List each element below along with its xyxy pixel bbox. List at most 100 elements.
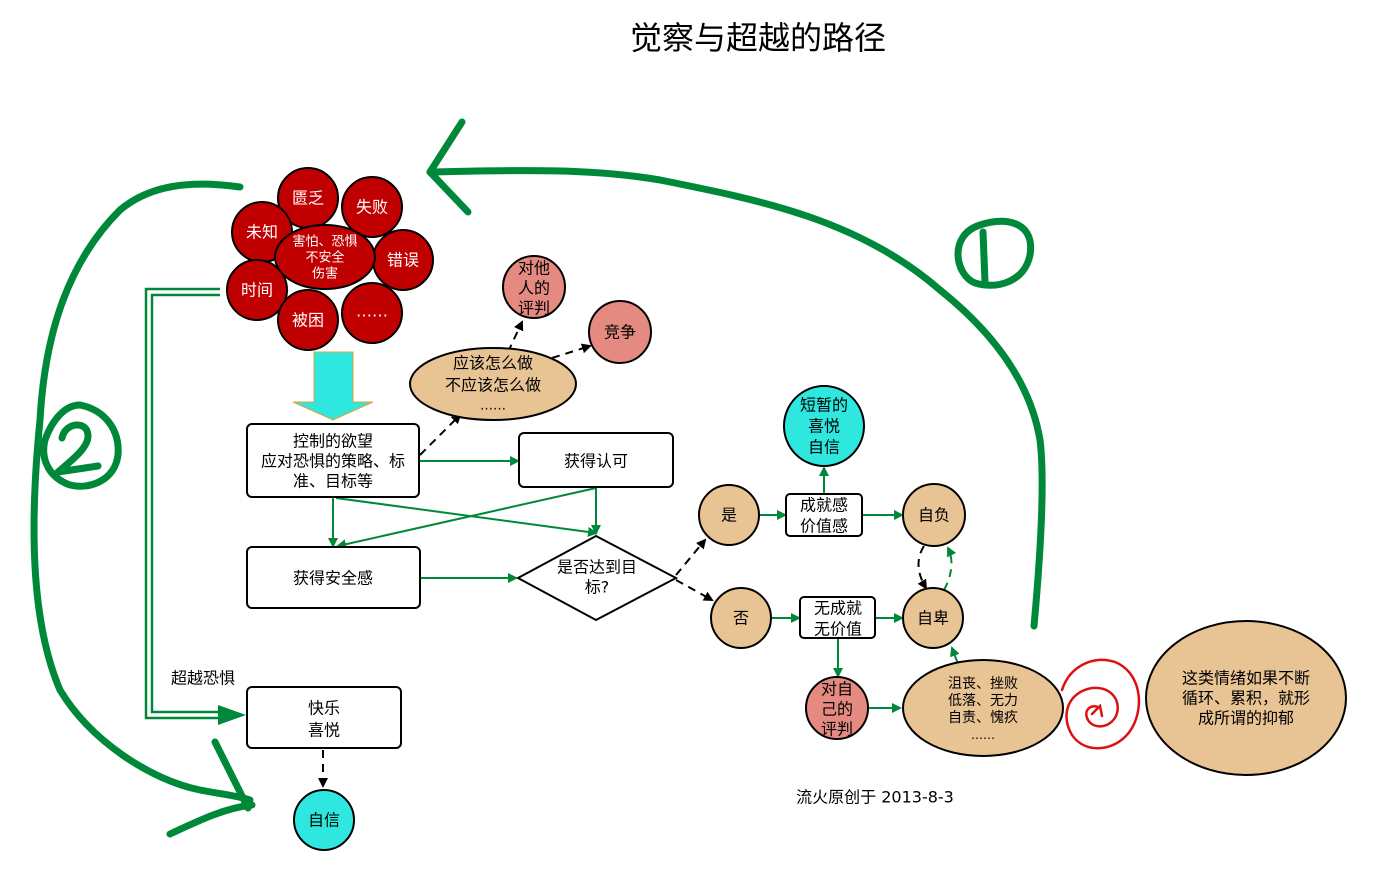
circle-judge-self-line-2: 己的 [821, 700, 853, 719]
circle-competition-label: 竞争 [604, 323, 636, 342]
circle-short-joy-line-3: 自信 [808, 438, 840, 457]
circle-judge-others-line-3: 评判 [518, 299, 550, 318]
path-one-circle [954, 217, 1035, 289]
conn-decision-yes [675, 538, 707, 576]
diagram-title: 觉察与超越的路径 [630, 19, 886, 57]
circle-inferiority-label: 自卑 [917, 609, 949, 628]
box-no-achievement-line-1: 无成就 [814, 599, 862, 618]
path-two-digit [54, 421, 102, 476]
fear-cluster [226, 167, 434, 351]
conn-decision-no [675, 579, 714, 601]
decision-diamond: 是否达到目 标? [515, 534, 679, 622]
circle-short-joy-line-1: 短暂的 [800, 396, 848, 415]
circle-judge-self-line-1: 对自 [821, 680, 853, 699]
ellipse-emotions-line-1: 沮丧、挫败 [948, 676, 1018, 692]
fear-center-line-3: 伤害 [312, 266, 338, 282]
ellipse-depression-line-1: 这类情绪如果不断 [1182, 669, 1310, 688]
circle-judge-others-line-1: 对他 [518, 259, 550, 278]
conn-control-should [419, 413, 462, 456]
ellipse-should-line-3: …… [480, 399, 506, 414]
conn-recognition-security [336, 487, 597, 550]
circle-yes-label: 是 [721, 506, 737, 525]
circle-yes: 是 [698, 484, 760, 546]
circle-no: 否 [710, 587, 772, 649]
box-no-achievement-line-2: 无价值 [814, 620, 862, 639]
box-joy: 快乐 喜悦 [246, 686, 402, 749]
transcend-fear-arrow [144, 287, 246, 725]
circle-inferiority: 自卑 [902, 587, 964, 649]
conn-inferiority-arrogance [943, 546, 957, 591]
box-joy-line-2: 喜悦 [308, 721, 340, 740]
conn-control-decision [335, 497, 598, 537]
box-control-line-2: 应对恐惧的策略、标 [261, 452, 405, 471]
path-two-circle [40, 401, 122, 490]
box-control-line-3: 准、目标等 [293, 472, 373, 491]
box-security-label: 获得安全感 [293, 569, 373, 588]
circle-arrogance: 自负 [902, 483, 966, 547]
red-spiral-icon [1060, 658, 1141, 750]
path-two-curve [30, 180, 254, 804]
fear-petal-time [226, 259, 288, 321]
box-no-achievement: 无成就 无价值 [799, 596, 876, 639]
box-control-line-1: 控制的欲望 [293, 432, 373, 451]
fear-center [274, 224, 376, 290]
ellipse-depression-line-2: 循环、累积，就形 [1182, 689, 1310, 708]
decision-line-2: 标? [585, 578, 610, 597]
fear-center-line-1: 害怕、恐惧 [292, 234, 357, 250]
ellipse-depression: 这类情绪如果不断 循环、累积，就形 成所谓的抑郁 [1145, 620, 1347, 776]
fear-petal-etc [341, 282, 403, 344]
box-achievement: 成就感 价值感 [785, 493, 863, 537]
decision-line-1: 是否达到目 [557, 558, 637, 577]
fear-petal-failure-label: 失败 [356, 198, 388, 217]
fear-petal-time-label: 时间 [241, 281, 273, 300]
circle-judge-others: 对他 人的 评判 [502, 255, 566, 319]
box-achievement-line-2: 价值感 [800, 517, 848, 536]
path-two-annotation [30, 180, 256, 838]
circle-confidence-label: 自信 [308, 811, 340, 830]
ellipse-should-line-1: 应该怎么做 [453, 354, 533, 373]
connectors [318, 320, 960, 788]
circle-short-joy-line-2: 喜悦 [808, 417, 840, 436]
fear-petal-scarcity-label: 匮乏 [292, 189, 324, 208]
fear-petal-unknown-label: 未知 [246, 223, 278, 242]
box-recognition-label: 获得认可 [564, 452, 628, 471]
fear-petal-trapped-label: 被困 [292, 311, 324, 330]
conn-should-judge [507, 320, 524, 353]
ellipse-should: 应该怎么做 不应该怎么做 …… [409, 347, 577, 421]
path-two-arrowhead [166, 738, 256, 838]
circle-competition: 竞争 [588, 300, 652, 364]
box-control: 控制的欲望 应对恐惧的策略、标 准、目标等 [246, 423, 420, 498]
path-one-digit [979, 228, 989, 286]
ellipse-emotions: 沮丧、挫败 低落、无力 自责、愧疚 …… [902, 659, 1064, 757]
conn-should-compete [551, 343, 592, 359]
ellipse-depression-line-3: 成所谓的抑郁 [1198, 709, 1294, 728]
fear-petal-mistake-label: 错误 [387, 251, 419, 270]
ellipse-emotions-line-4: …… [971, 728, 995, 742]
conn-emotions-inferiority [950, 646, 960, 665]
fear-petal-trapped [277, 289, 339, 351]
fear-petal-etc-label: …… [356, 302, 388, 321]
circle-short-joy: 短暂的 喜悦 自信 [783, 385, 865, 467]
circle-judge-self: 对自 己的 评判 [805, 676, 869, 740]
box-achievement-line-1: 成就感 [800, 496, 848, 515]
fear-petal-failure [341, 176, 403, 238]
ellipse-should-line-2: 不应该怎么做 [445, 376, 541, 395]
circle-confidence: 自信 [293, 789, 355, 851]
path-one-curve [426, 166, 1046, 630]
credit-label: 流火原创于 2013-8-3 [796, 788, 954, 807]
path-one-annotation [426, 118, 1046, 630]
circle-judge-others-line-2: 人的 [518, 279, 550, 298]
fear-center-line-2: 不安全 [305, 250, 344, 266]
conn-arrogance-inferiority [917, 545, 928, 590]
circle-judge-self-line-3: 评判 [821, 720, 853, 739]
circle-arrogance-label: 自负 [918, 506, 950, 525]
box-joy-line-1: 快乐 [308, 699, 340, 718]
ellipse-emotions-line-2: 低落、无力 [948, 693, 1018, 709]
transcend-fear-label: 超越恐惧 [171, 669, 235, 688]
cyan-down-arrow [292, 351, 374, 421]
path-one-arrowhead [426, 118, 472, 216]
circle-no-label: 否 [733, 609, 749, 628]
box-security: 获得安全感 [246, 546, 421, 609]
ellipse-emotions-line-3: 自责、愧疚 [948, 710, 1018, 726]
